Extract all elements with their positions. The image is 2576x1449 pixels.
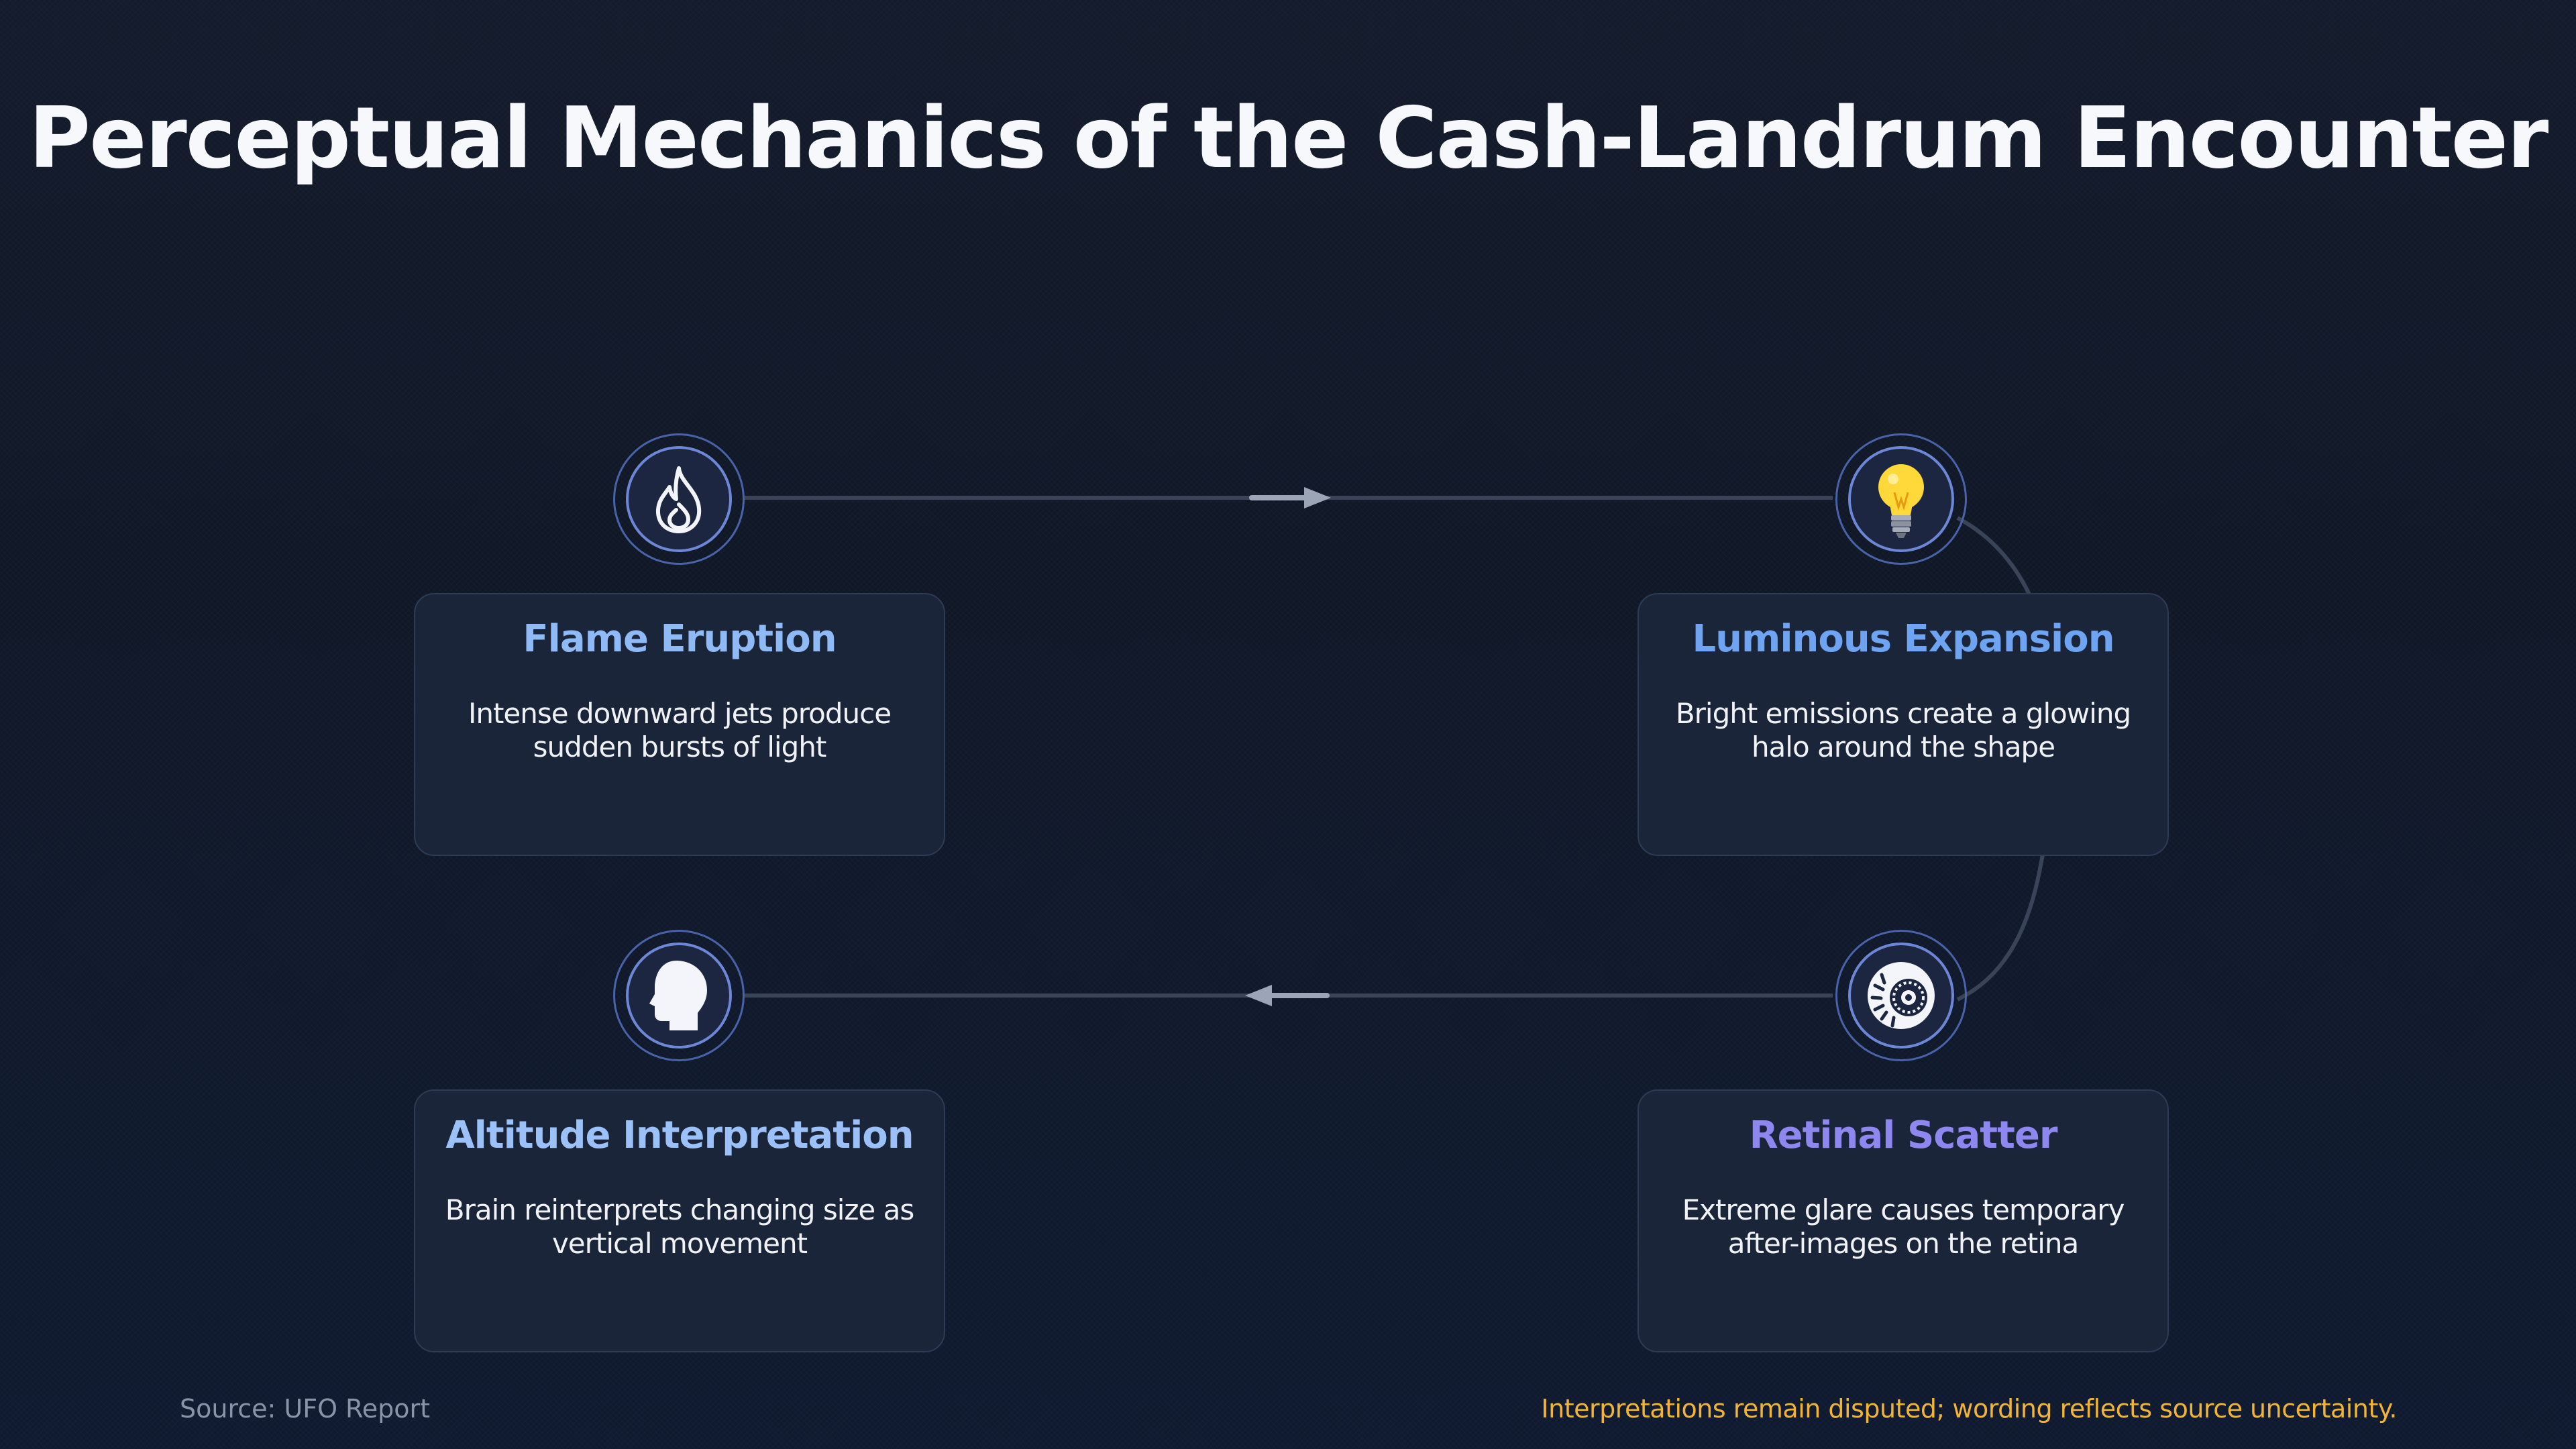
card-flame-eruption: Flame Eruption Intense downward jets pro… — [414, 593, 945, 856]
card-description: Extreme glare causes temporary after-ima… — [1682, 1193, 2125, 1260]
card-luminous-expansion: Luminous Expansion Bright emissions crea… — [1638, 593, 2169, 856]
source-label: Source: UFO Report — [180, 1394, 431, 1424]
node-retinal-scatter — [1835, 930, 1967, 1061]
card-retinal-scatter: Retinal Scatter Extreme glare causes tem… — [1638, 1089, 2169, 1352]
card-description: Brain reinterprets changing size as vert… — [445, 1193, 914, 1260]
head-icon — [649, 961, 707, 1030]
fire-icon — [655, 466, 702, 533]
card-title: Altitude Interpretation — [445, 1114, 914, 1157]
disclaimer-note: Interpretations remain disputed; wording… — [1541, 1394, 2397, 1424]
card-title: Flame Eruption — [523, 617, 837, 661]
arrow-right-head — [1304, 487, 1331, 508]
card-altitude-interpretation: Altitude Interpretation Brain reinterpre… — [414, 1089, 945, 1352]
page-title: Perceptual Mechanics of the Cash-Landrum… — [28, 89, 2548, 187]
node-flame-eruption — [613, 433, 745, 565]
eye-icon — [1868, 962, 1935, 1029]
node-luminous-expansion — [1835, 433, 1967, 565]
light-bulb-icon — [1878, 464, 1924, 538]
arrow-left-head — [1245, 985, 1272, 1006]
node-altitude-interpretation — [613, 930, 745, 1061]
card-title: Luminous Expansion — [1692, 617, 2114, 661]
card-description: Intense downward jets produce sudden bur… — [468, 697, 892, 763]
card-title: Retinal Scatter — [1749, 1114, 2058, 1157]
card-description: Bright emissions create a glowing halo a… — [1675, 697, 2131, 763]
